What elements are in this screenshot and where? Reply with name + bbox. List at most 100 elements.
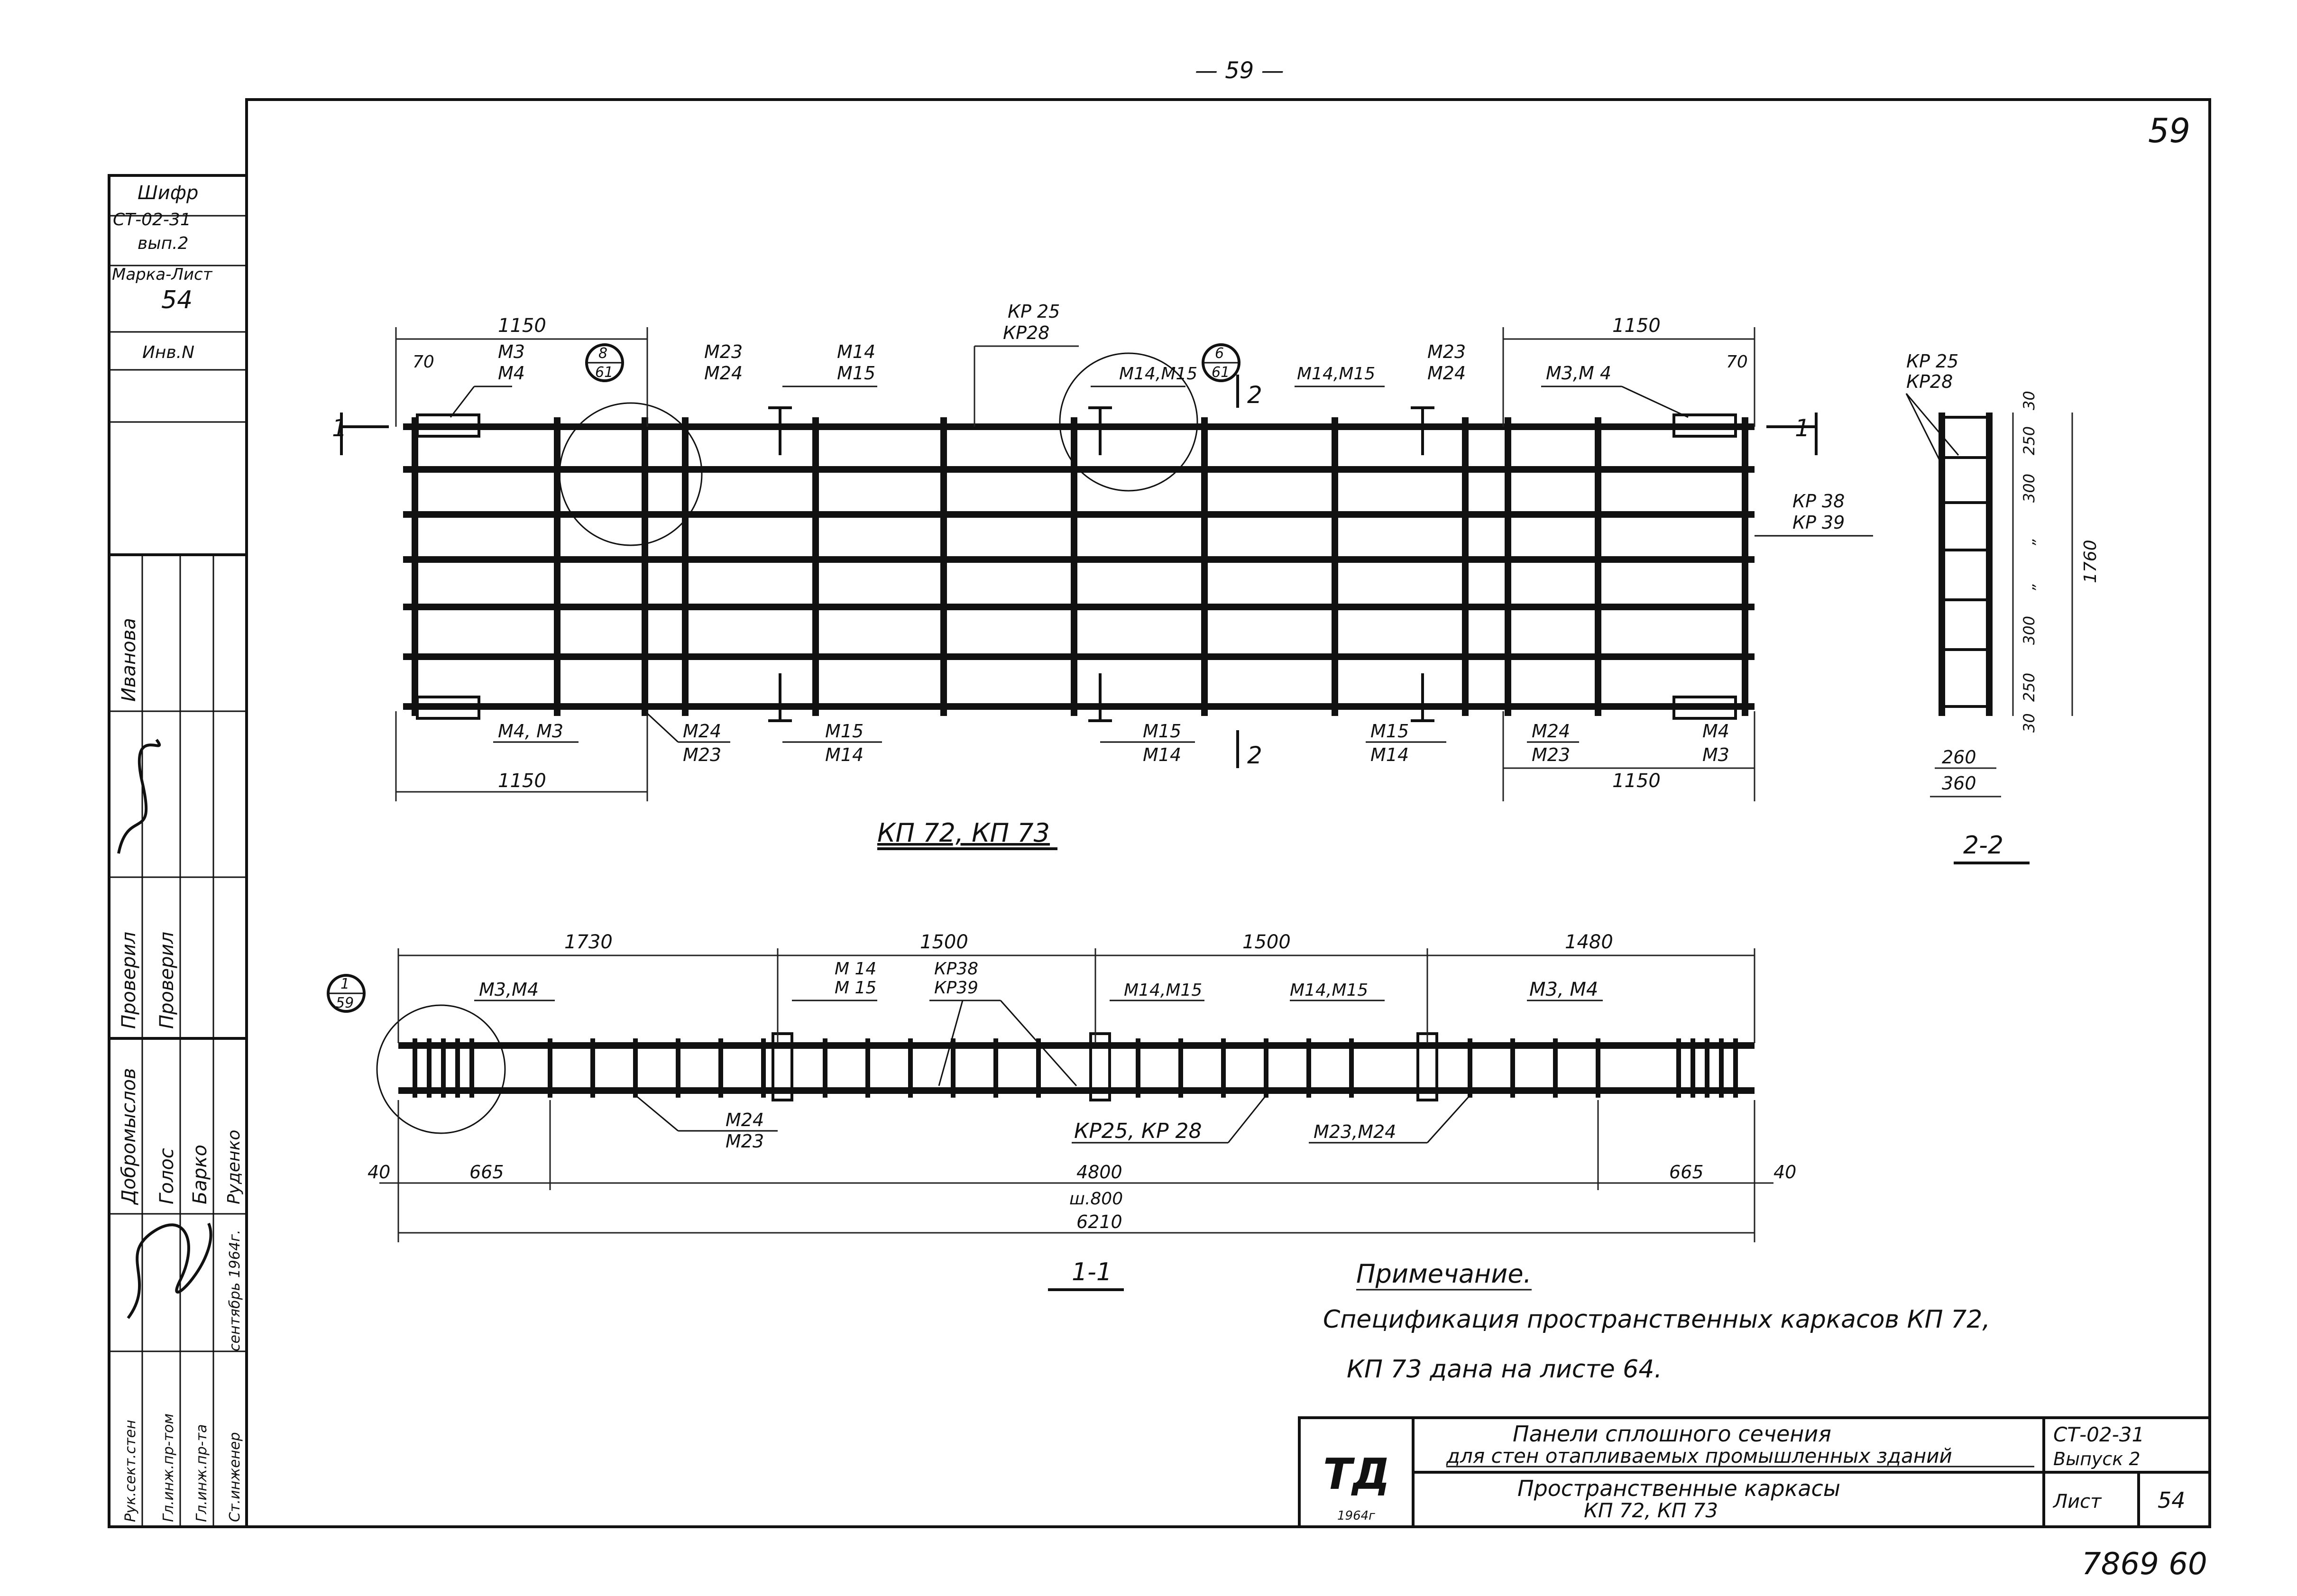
s11-lbl-kp38: КР38 <box>934 959 978 979</box>
lbl-m14-b3: М14 <box>1370 744 1409 765</box>
s22-total: 1760 <box>2081 540 2100 583</box>
s11-lbl-m14: М 14 <box>835 959 876 979</box>
s11-lbl-m14m15-2: М14,М15 <box>1124 981 1202 1000</box>
lbl-kp39: КР 39 <box>1792 512 1845 533</box>
stamp-name-6: Барко <box>189 1145 211 1204</box>
title-year: 1964г <box>1337 1509 1375 1523</box>
s11-lbl-m24: М24 <box>726 1110 764 1130</box>
s11-dim-1480: 1480 <box>1565 931 1613 953</box>
callout-6: 6 <box>1215 345 1224 362</box>
lbl-m23-b1: М23 <box>683 744 721 765</box>
lbl-m3-br: М3 <box>1702 744 1729 765</box>
s22-dim-0: 30 <box>2020 391 2038 410</box>
s11-dim-6210: 6210 <box>1076 1211 1122 1232</box>
plate-tr <box>1672 413 1737 438</box>
lbl-m24-t2: М24 <box>1427 363 1466 384</box>
s11-lbl-m3m4-l: М3,М4 <box>479 979 539 1000</box>
title-sheet-label: Лист <box>2052 1491 2102 1513</box>
lbl-m14-t1: М14 <box>837 341 875 362</box>
stamp-role-1: Рук.сект.стен <box>122 1420 139 1522</box>
s22-dim-7: 30 <box>2020 713 2038 733</box>
dim-70-right: 70 <box>1726 352 1748 372</box>
section-mark-2-bottom: 2 <box>1247 742 1262 769</box>
title-line-2: для стен отапливаемых промышленных здани… <box>1446 1444 1952 1468</box>
callout-8: 8 <box>598 345 607 362</box>
title-logo: ТД <box>1323 1449 1390 1499</box>
s11-lbl-kp25: КР25, КР 28 <box>1074 1119 1202 1143</box>
s11-lbl-m23: М23 <box>726 1131 764 1152</box>
note-block: Примечание. Спецификация пространственны… <box>1323 1259 1990 1384</box>
lbl-kp38: КР 38 <box>1792 491 1845 512</box>
note-heading: Примечание. <box>1356 1259 1532 1289</box>
dim-top-right: 1150 <box>1612 315 1661 337</box>
plate-bl <box>416 696 480 720</box>
lbl-m14m15-t2: М14,М15 <box>1119 364 1197 384</box>
s22-title: 2-2 <box>1963 831 2003 860</box>
lbl-m24-b1: М24 <box>683 721 721 742</box>
s22-dim-3: „ <box>2020 537 2038 545</box>
dim-bot-right: 1150 <box>1612 770 1661 792</box>
dim-bot-left: 1150 <box>498 770 546 792</box>
stamp-name-1: Иванова <box>118 618 140 702</box>
detail-circle-2 <box>1059 352 1198 492</box>
lbl-m14m15-t3: М14,М15 <box>1297 364 1375 384</box>
lbl-m3-tl: М3 <box>498 341 525 362</box>
s11-title: 1-1 <box>1072 1258 1112 1286</box>
inv-label: Инв.N <box>142 343 194 362</box>
callout-61b: 61 <box>1212 364 1230 381</box>
s22-360: 360 <box>1942 773 1976 794</box>
s11-dim-4800: 4800 <box>1076 1162 1122 1183</box>
stamp-name-3: Проверил <box>156 932 178 1029</box>
shifr-value: СТ-02-31 <box>113 210 191 229</box>
s11-dim-40a: 40 <box>368 1162 390 1183</box>
stamp-name-7: Руденко <box>224 1130 244 1204</box>
lbl-m4-tl: М4 <box>498 363 525 384</box>
s11-dim-665a: 665 <box>469 1162 504 1183</box>
lbl-m4m3-bl: М4, М3 <box>498 721 563 742</box>
left-stamp: Шифр СТ-02-31 вып.2 Марка-Лист 54 Инв.N … <box>108 174 248 1528</box>
stamp-date: сентябрь 1964г. <box>227 1230 243 1352</box>
lbl-m15-b3: М15 <box>1370 721 1409 742</box>
title-code: СТ-02-31 <box>2053 1423 2144 1446</box>
section-mark-1-right: 1 <box>1795 414 1810 442</box>
archive-number: 7869 60 <box>2082 1547 2207 1582</box>
s11-lbl-m15: М 15 <box>835 978 876 998</box>
lbl-m24-t1: М24 <box>704 363 743 384</box>
s11-dim-1500a: 1500 <box>920 931 968 953</box>
lbl-m14-b1: М14 <box>825 744 864 765</box>
dim-70-left: 70 <box>413 352 434 372</box>
s11-dim-665b: 665 <box>1669 1162 1704 1183</box>
callout-61a: 61 <box>595 364 613 381</box>
s11-lbl-kp39: КР39 <box>934 978 978 998</box>
title-line-3: Пространственные каркасы <box>1517 1476 1840 1501</box>
dim-top-left: 1150 <box>498 315 546 337</box>
plate-br <box>1672 696 1737 720</box>
plan-view: 8 61 6 61 1150 1150 70 70 1150 1150 М3 М… <box>332 301 1873 850</box>
section-mark-1-left: 1 <box>332 414 347 442</box>
s22-dim-5: 300 <box>2020 616 2038 645</box>
lbl-kp25-top: КР 25 <box>1008 301 1060 322</box>
shifr-label: Шифр <box>138 182 198 204</box>
lbl-m23-t2: М23 <box>1427 341 1466 362</box>
lbl-m24-b2: М24 <box>1532 721 1570 742</box>
stamp-role-3: Гл.инж.пр-та <box>193 1424 210 1522</box>
page-number-corner: 59 <box>2148 111 2190 150</box>
s22-260: 260 <box>1942 747 1976 768</box>
stamp-name-2: Проверил <box>118 932 140 1029</box>
plate-tl <box>416 413 480 438</box>
stamp-role-4: Ст.инженер <box>227 1432 243 1522</box>
s11-dim-sh800: ш.800 <box>1069 1189 1123 1209</box>
signature-2 <box>127 1222 212 1319</box>
s11-callout-1: 1 <box>340 976 349 992</box>
plan-title: КП 72, КП 73 <box>877 818 1050 848</box>
lbl-m23-b2: М23 <box>1532 744 1570 765</box>
lbl-m3m4-tr: М3,М 4 <box>1546 363 1611 384</box>
s22-dim-4: „ <box>2020 582 2038 590</box>
s11-dim-40b: 40 <box>1773 1162 1796 1183</box>
s22-kp28: КР28 <box>1906 371 1953 392</box>
marka-label: Марка-Лист <box>112 265 213 284</box>
stamp-name-4: Добромыслов <box>118 1068 140 1205</box>
stamp-name-5: Голос <box>156 1148 178 1204</box>
s11-lbl-m3m4-r: М3, М4 <box>1529 979 1598 1000</box>
